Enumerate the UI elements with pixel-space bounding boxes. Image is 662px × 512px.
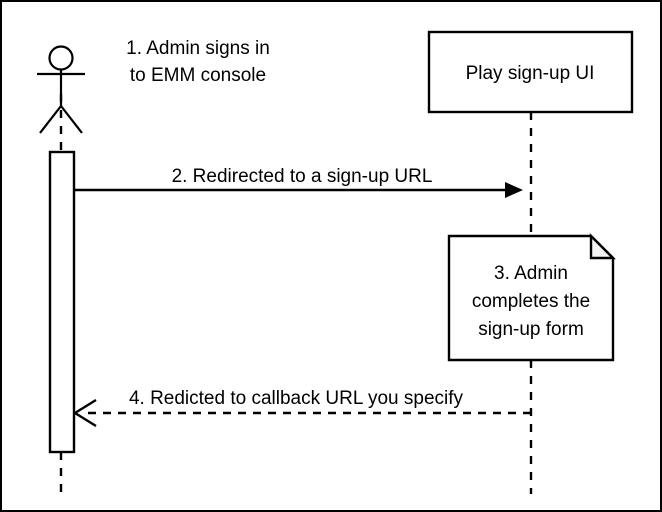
step-1-annotation: 1. Admin signs in to EMM console	[126, 38, 270, 86]
participant-play-sign-up-ui[interactable]: Play sign-up UI	[427, 30, 634, 114]
step-4-arrowhead-icon	[72, 398, 97, 428]
step-3-line-2: completes the	[472, 291, 590, 312]
note-body-shape	[447, 234, 615, 362]
step-2-label: 2. Redirected to a sign-up URL	[172, 166, 433, 187]
step-4-message[interactable]: 4. Redicted to callback URL you specify	[72, 388, 531, 428]
actor-head-icon	[48, 45, 74, 71]
note-fold-corner-icon	[589, 233, 616, 260]
participant-box	[427, 30, 634, 114]
step-4-label: 4. Redicted to callback URL you specify	[129, 388, 464, 409]
step-3-note[interactable]: 3. Admin completes the sign-up form	[447, 233, 616, 362]
step-1-line-1: 1. Admin signs in	[126, 38, 270, 59]
actor-admin[interactable]	[37, 45, 85, 134]
actor-activation-bar	[48, 150, 76, 454]
actor-right-leg-line	[60, 105, 83, 134]
step-1-line-2: to EMM console	[130, 65, 266, 86]
actor-left-leg-line	[39, 105, 62, 134]
participant-label: Play sign-up UI	[466, 63, 595, 84]
step-3-line-3: sign-up form	[478, 319, 584, 340]
step-3-line-1: 3. Admin	[494, 263, 568, 284]
step-2-message[interactable]: 2. Redirected to a sign-up URL	[74, 166, 523, 198]
step-2-arrowhead-icon	[505, 182, 523, 198]
